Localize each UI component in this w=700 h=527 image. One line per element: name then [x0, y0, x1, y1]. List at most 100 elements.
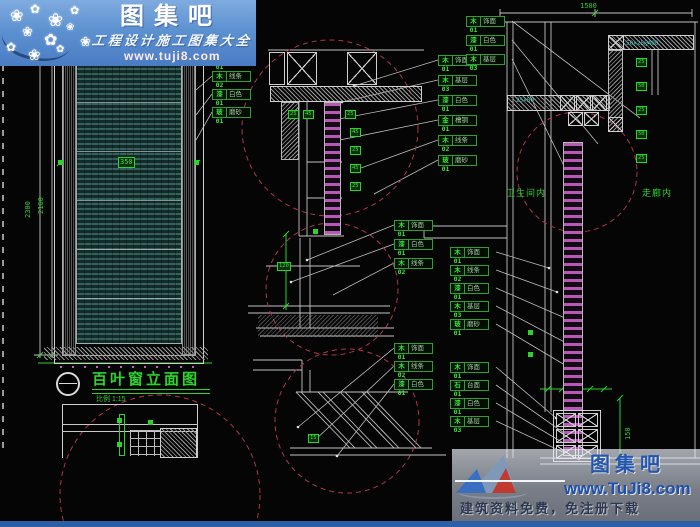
c1-col-3: 25 — [350, 182, 361, 191]
finish-tag-code: 木01 — [450, 247, 465, 265]
elevation-wood-jamb-right — [182, 40, 195, 355]
finish-tag-spec: 线条 — [465, 265, 489, 276]
finish-tag-spec: 白色 — [481, 35, 505, 46]
blocking-box — [269, 52, 285, 85]
right-dim-3: 50 — [636, 130, 647, 139]
finish-tag-spec: 磨砂 — [465, 319, 489, 330]
site-url-left[interactable]: www.tuji8.com — [124, 49, 221, 63]
finish-tag-spec: 磨砂 — [227, 107, 251, 118]
c1-col-1: 25 — [350, 146, 361, 155]
right-xbox — [608, 35, 624, 50]
logo-swoosh — [458, 485, 528, 499]
finish-tag-code: 木02 — [450, 265, 465, 283]
finish-tag-spec: 饰面 — [409, 343, 433, 354]
plan-green-node — [117, 442, 122, 447]
banner-note: 建筑资料免费，免注册下载 — [460, 501, 641, 516]
blossom-icon: ❀ — [66, 22, 75, 33]
floor-hatch — [258, 315, 378, 337]
finish-tag-code: 漆01 — [450, 283, 465, 301]
right-xbox — [608, 117, 623, 132]
finish-tag-spec: 基层 — [481, 54, 505, 65]
finish-tag-code: 漆01 — [212, 89, 227, 107]
dim-tick — [58, 160, 63, 165]
right-xbox — [584, 112, 599, 126]
finish-tag-code: 玻01 — [212, 107, 227, 125]
ground-dot-line — [60, 366, 200, 368]
right-xbox — [568, 112, 583, 126]
elevation-mid-dim: 350 — [118, 157, 135, 168]
title-underline — [92, 389, 210, 394]
dim-tick — [313, 229, 318, 234]
plan-detail-grid — [130, 430, 160, 456]
sill-xbox — [578, 413, 598, 427]
finish-tag-spec: 线条 — [409, 361, 433, 372]
elevation-wood-jamb-left — [63, 40, 76, 355]
drawing-scale: 比例 1:15 — [96, 396, 126, 403]
finish-tag-spec: 线条 — [409, 258, 433, 269]
blossom-icon: ✿ — [70, 5, 80, 17]
cyan-note-2: 50×25@400 — [626, 40, 659, 47]
finish-tag-code: 木01 — [466, 16, 481, 34]
right-top-span-dim: 1500 — [580, 2, 597, 10]
finish-tag-code: 木02 — [438, 135, 453, 153]
louver-strip-detail1 — [324, 102, 341, 235]
finish-tag-code: 木02 — [212, 71, 227, 89]
elevation-louver-panel — [76, 52, 182, 344]
finish-tag-spec: 槽钢 — [453, 115, 477, 126]
finish-tag-spec: 饰面 — [409, 220, 433, 231]
brand-text-right: 图集吧 — [590, 454, 665, 476]
finish-tag-code: 漆01 — [394, 379, 409, 397]
right-dim-1: 50 — [636, 82, 647, 91]
right-xbox — [592, 95, 607, 111]
cyan-note-1: 25×50 — [516, 97, 535, 104]
finish-tag-spec: 白色 — [465, 283, 489, 294]
right-dim-0: 25 — [636, 58, 647, 67]
finish-tag-spec: 白色 — [409, 239, 433, 250]
finish-tag-spec: 线条 — [227, 71, 251, 82]
head-board-hatch — [270, 86, 422, 102]
c1-row-1: 45 — [303, 110, 314, 119]
finish-tag-code: 漆01 — [438, 95, 453, 113]
blossom-icon: ❀ — [48, 10, 64, 30]
elevation-height-outer: 2300 — [24, 201, 32, 218]
finish-tag-spec: 白色 — [453, 95, 477, 106]
finish-tag-code: 金01 — [438, 115, 453, 133]
finish-tag-spec: 饰面 — [465, 247, 489, 258]
plan-green-node — [148, 420, 153, 425]
blossom-icon: ❀ — [80, 34, 91, 49]
finish-tag-code: 木02 — [394, 258, 409, 276]
c1-row-0: 25 — [288, 110, 299, 119]
left-edge-ruler — [2, 0, 4, 455]
room-label-right: 走廊内 — [642, 188, 673, 198]
finish-tag-spec: 基层 — [465, 416, 489, 427]
c2-dim: 120 — [277, 262, 291, 271]
site-url-right[interactable]: www.TuJi8.com — [564, 479, 691, 498]
finish-tag-code: 木03 — [450, 301, 465, 319]
finish-tag-spec: 磨砂 — [453, 155, 477, 166]
right-dim-4: 25 — [636, 154, 647, 163]
finish-tag-spec: 基层 — [453, 75, 477, 86]
finish-tag-code: 玻01 — [438, 155, 453, 173]
c1-col-2: 45 — [350, 164, 361, 173]
finish-tag-spec: 饰面 — [481, 16, 505, 27]
